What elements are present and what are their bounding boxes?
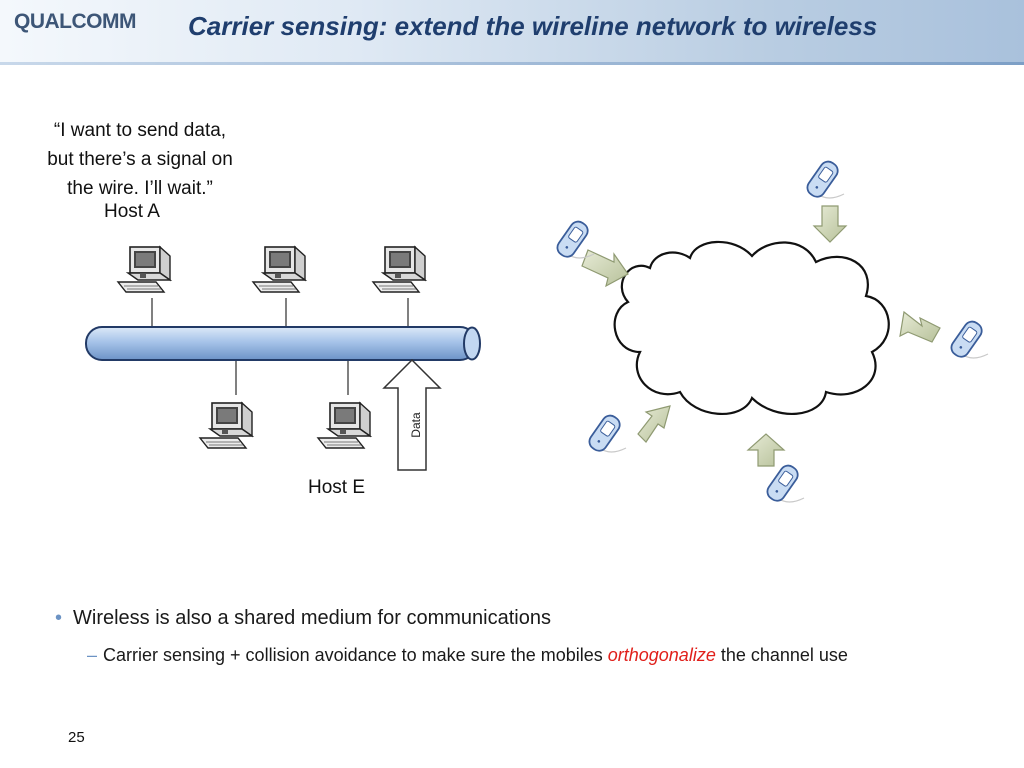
quote-line: the wire. I’ll wait.” xyxy=(67,178,213,199)
bullet-dot-icon: • xyxy=(55,607,63,629)
host-a-quote: “I want to send data, but there’s a sign… xyxy=(20,116,260,203)
uplink-arrow xyxy=(581,249,629,288)
host-a-label: Host A xyxy=(104,201,160,222)
sub-bullet-item: – Carrier sensing + collision avoidance … xyxy=(87,642,943,669)
bullet-item: • Wireless is also a shared medium for c… xyxy=(55,604,955,632)
computer-icon xyxy=(372,246,426,293)
header-divider xyxy=(0,62,1024,65)
mobile-phone-icon xyxy=(947,317,989,361)
data-arrow-label: Data xyxy=(409,412,423,438)
bullet-list: • Wireless is also a shared medium for c… xyxy=(55,604,955,669)
computer-icon xyxy=(317,402,371,449)
slide-title: Carrier sensing: extend the wireline net… xyxy=(188,11,878,41)
mobile-phone-icon xyxy=(585,411,627,455)
ethernet-cable xyxy=(85,326,481,361)
quote-line: but there’s a signal on xyxy=(47,149,233,170)
computer-icon xyxy=(252,246,306,293)
sub-bullet-text-end: the channel use xyxy=(715,645,848,665)
qualcomm-logo: QUALCOMM xyxy=(14,10,136,33)
uplink-arrow xyxy=(899,310,941,343)
header-bar xyxy=(0,0,1024,62)
page-number: 25 xyxy=(68,729,85,746)
computer-icon xyxy=(199,402,253,449)
emphasized-word: orthogonalize xyxy=(607,645,716,665)
cloud-icon xyxy=(613,240,890,416)
sub-bullet-text: Carrier sensing + collision avoidance to… xyxy=(103,645,608,665)
mobile-phone-icon xyxy=(763,461,805,505)
uplink-arrow xyxy=(812,205,848,243)
uplink-arrow xyxy=(746,433,786,467)
host-e-label: Host E xyxy=(308,477,366,498)
uplink-arrow xyxy=(637,405,671,443)
dash-icon: – xyxy=(87,645,98,665)
computer-icon xyxy=(117,246,171,293)
bullet-text: Wireless is also a shared medium for com… xyxy=(73,607,551,629)
data-arrow xyxy=(382,358,442,471)
mobile-phone-icon xyxy=(803,157,845,201)
quote-line: “I want to send data, xyxy=(53,120,227,141)
